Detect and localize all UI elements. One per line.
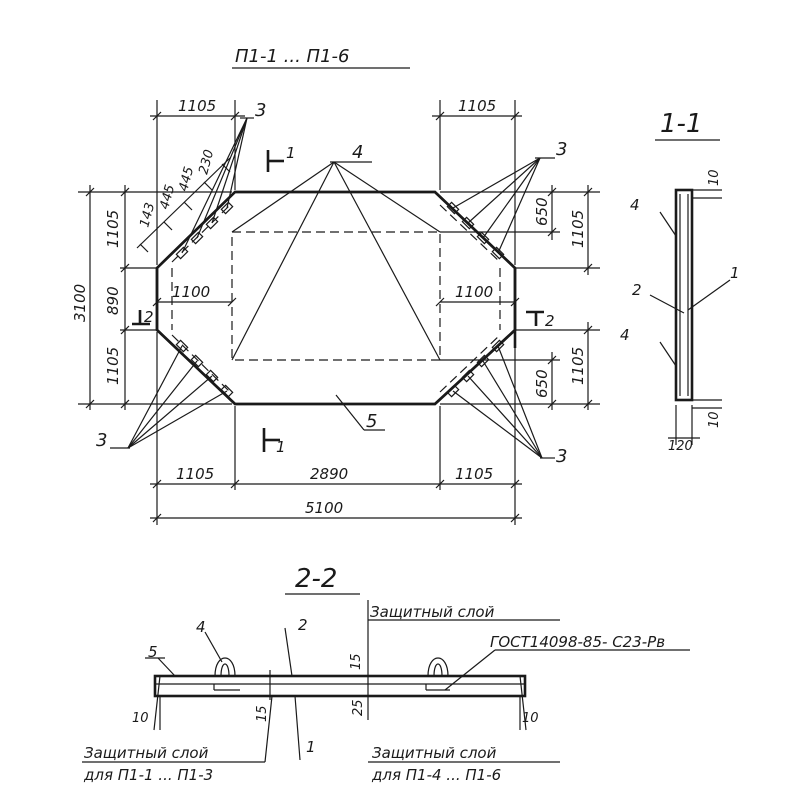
- s22-protective-left-1: Защитный слой: [84, 744, 209, 762]
- dim-chain-1: 143: [137, 201, 158, 229]
- s22-protective-left-2: для П1-1 ... П1-3: [83, 766, 213, 784]
- section-1-1-title: 1-1: [660, 109, 702, 139]
- left-dimensions: [78, 185, 232, 410]
- plan-title: П1-1 ... П1-6: [235, 46, 349, 67]
- section-2-2-profile: [82, 600, 690, 763]
- dim-inner-left: 1100: [172, 283, 210, 301]
- bottom-dimensions: [150, 332, 522, 525]
- dim-right-bottom-inner: 650: [533, 369, 551, 398]
- rebar-chamfer-tr: [439, 204, 501, 263]
- callout-3-bottom-right: 3: [556, 446, 567, 467]
- s22-dim-15-left: 15: [255, 705, 270, 722]
- dim-total-height: 3100: [71, 284, 89, 322]
- s22-dim-10-left: 10: [132, 711, 149, 726]
- s22-callout-1: 1: [306, 738, 316, 756]
- top-dimensions: [150, 100, 522, 265]
- leaders-item-4: [231, 161, 441, 361]
- dim-left-mid: 890: [104, 286, 122, 315]
- dim-right-bottom: 1105: [569, 347, 587, 385]
- dim-right-top: 1105: [569, 210, 587, 248]
- dim-bottom-right: 1105: [455, 465, 493, 483]
- dim-left-bottom: 1105: [104, 347, 122, 385]
- s22-dim-10-right: 10: [522, 711, 539, 726]
- s22-gost-note: ГОСТ14098-85- С23-Рв: [490, 633, 665, 651]
- dim-inner-right: 1100: [455, 283, 493, 301]
- panel-octagon: [155, 190, 517, 406]
- s11-dim-top: 10: [707, 169, 722, 186]
- dim-total-width: 5100: [305, 499, 343, 517]
- callout-3-bottom-left: 3: [96, 430, 107, 451]
- s22-callout-4: 4: [196, 618, 206, 636]
- cut-1-top-label: 1: [286, 144, 296, 162]
- callout-4-plan: 4: [352, 142, 363, 163]
- inner-dimensions: [152, 297, 520, 307]
- callout-3-top-right: 3: [556, 139, 567, 160]
- section-1-1-profile: [649, 188, 731, 445]
- section-cut-1-bottom: [262, 428, 280, 452]
- dim-chain-4: 230: [196, 148, 217, 176]
- callout-3-top-left: 3: [255, 100, 266, 121]
- s22-dim-25: 25: [351, 699, 366, 716]
- s11-dim-bottom: 10: [707, 411, 722, 428]
- dim-bottom-left: 1105: [176, 465, 214, 483]
- s11-callout-4-top: 4: [630, 196, 640, 214]
- s22-protective-layer: Защитный слой: [370, 603, 495, 621]
- s22-dim-15-top: 15: [349, 653, 364, 670]
- callout-5-plan: 5: [366, 411, 377, 432]
- s22-callout-2: 2: [298, 616, 308, 634]
- dim-top-right: 1105: [458, 97, 496, 115]
- chamfer-chain-dimension: [136, 157, 231, 253]
- dim-right-top-inner: 650: [533, 197, 551, 226]
- rebar-chamfer-br: [439, 334, 501, 393]
- s11-callout-2: 2: [632, 281, 642, 299]
- dim-left-top: 1105: [104, 210, 122, 248]
- section-cut-1-top: [266, 150, 284, 172]
- cut-1-bottom-label: 1: [276, 438, 286, 456]
- s22-protective-right-1: Защитный слой: [372, 744, 497, 762]
- dim-bottom-mid: 2890: [310, 465, 348, 483]
- s11-callout-4-bottom: 4: [620, 326, 630, 344]
- section-2-2-title: 2-2: [295, 564, 337, 594]
- cut-2-left-label: 2: [144, 308, 154, 326]
- section-cut-2-left: [132, 310, 150, 326]
- dim-chain-2: 445: [157, 183, 178, 211]
- s11-callout-1: 1: [730, 264, 740, 282]
- dim-top-left: 1105: [178, 97, 216, 115]
- dim-chain-3: 445: [176, 165, 197, 193]
- s22-callout-5: 5: [148, 643, 158, 661]
- s22-protective-right-2: для П1-4 ... П1-6: [371, 766, 501, 784]
- s11-dim-thickness: 120: [668, 439, 693, 454]
- leaders-item-3: [110, 117, 555, 459]
- leader-item-5: [335, 394, 385, 431]
- right-dimensions: [440, 185, 600, 410]
- cut-2-right-label: 2: [545, 312, 555, 330]
- inner-rebar-rectangle: [231, 231, 441, 361]
- section-cut-2-right: [526, 310, 544, 326]
